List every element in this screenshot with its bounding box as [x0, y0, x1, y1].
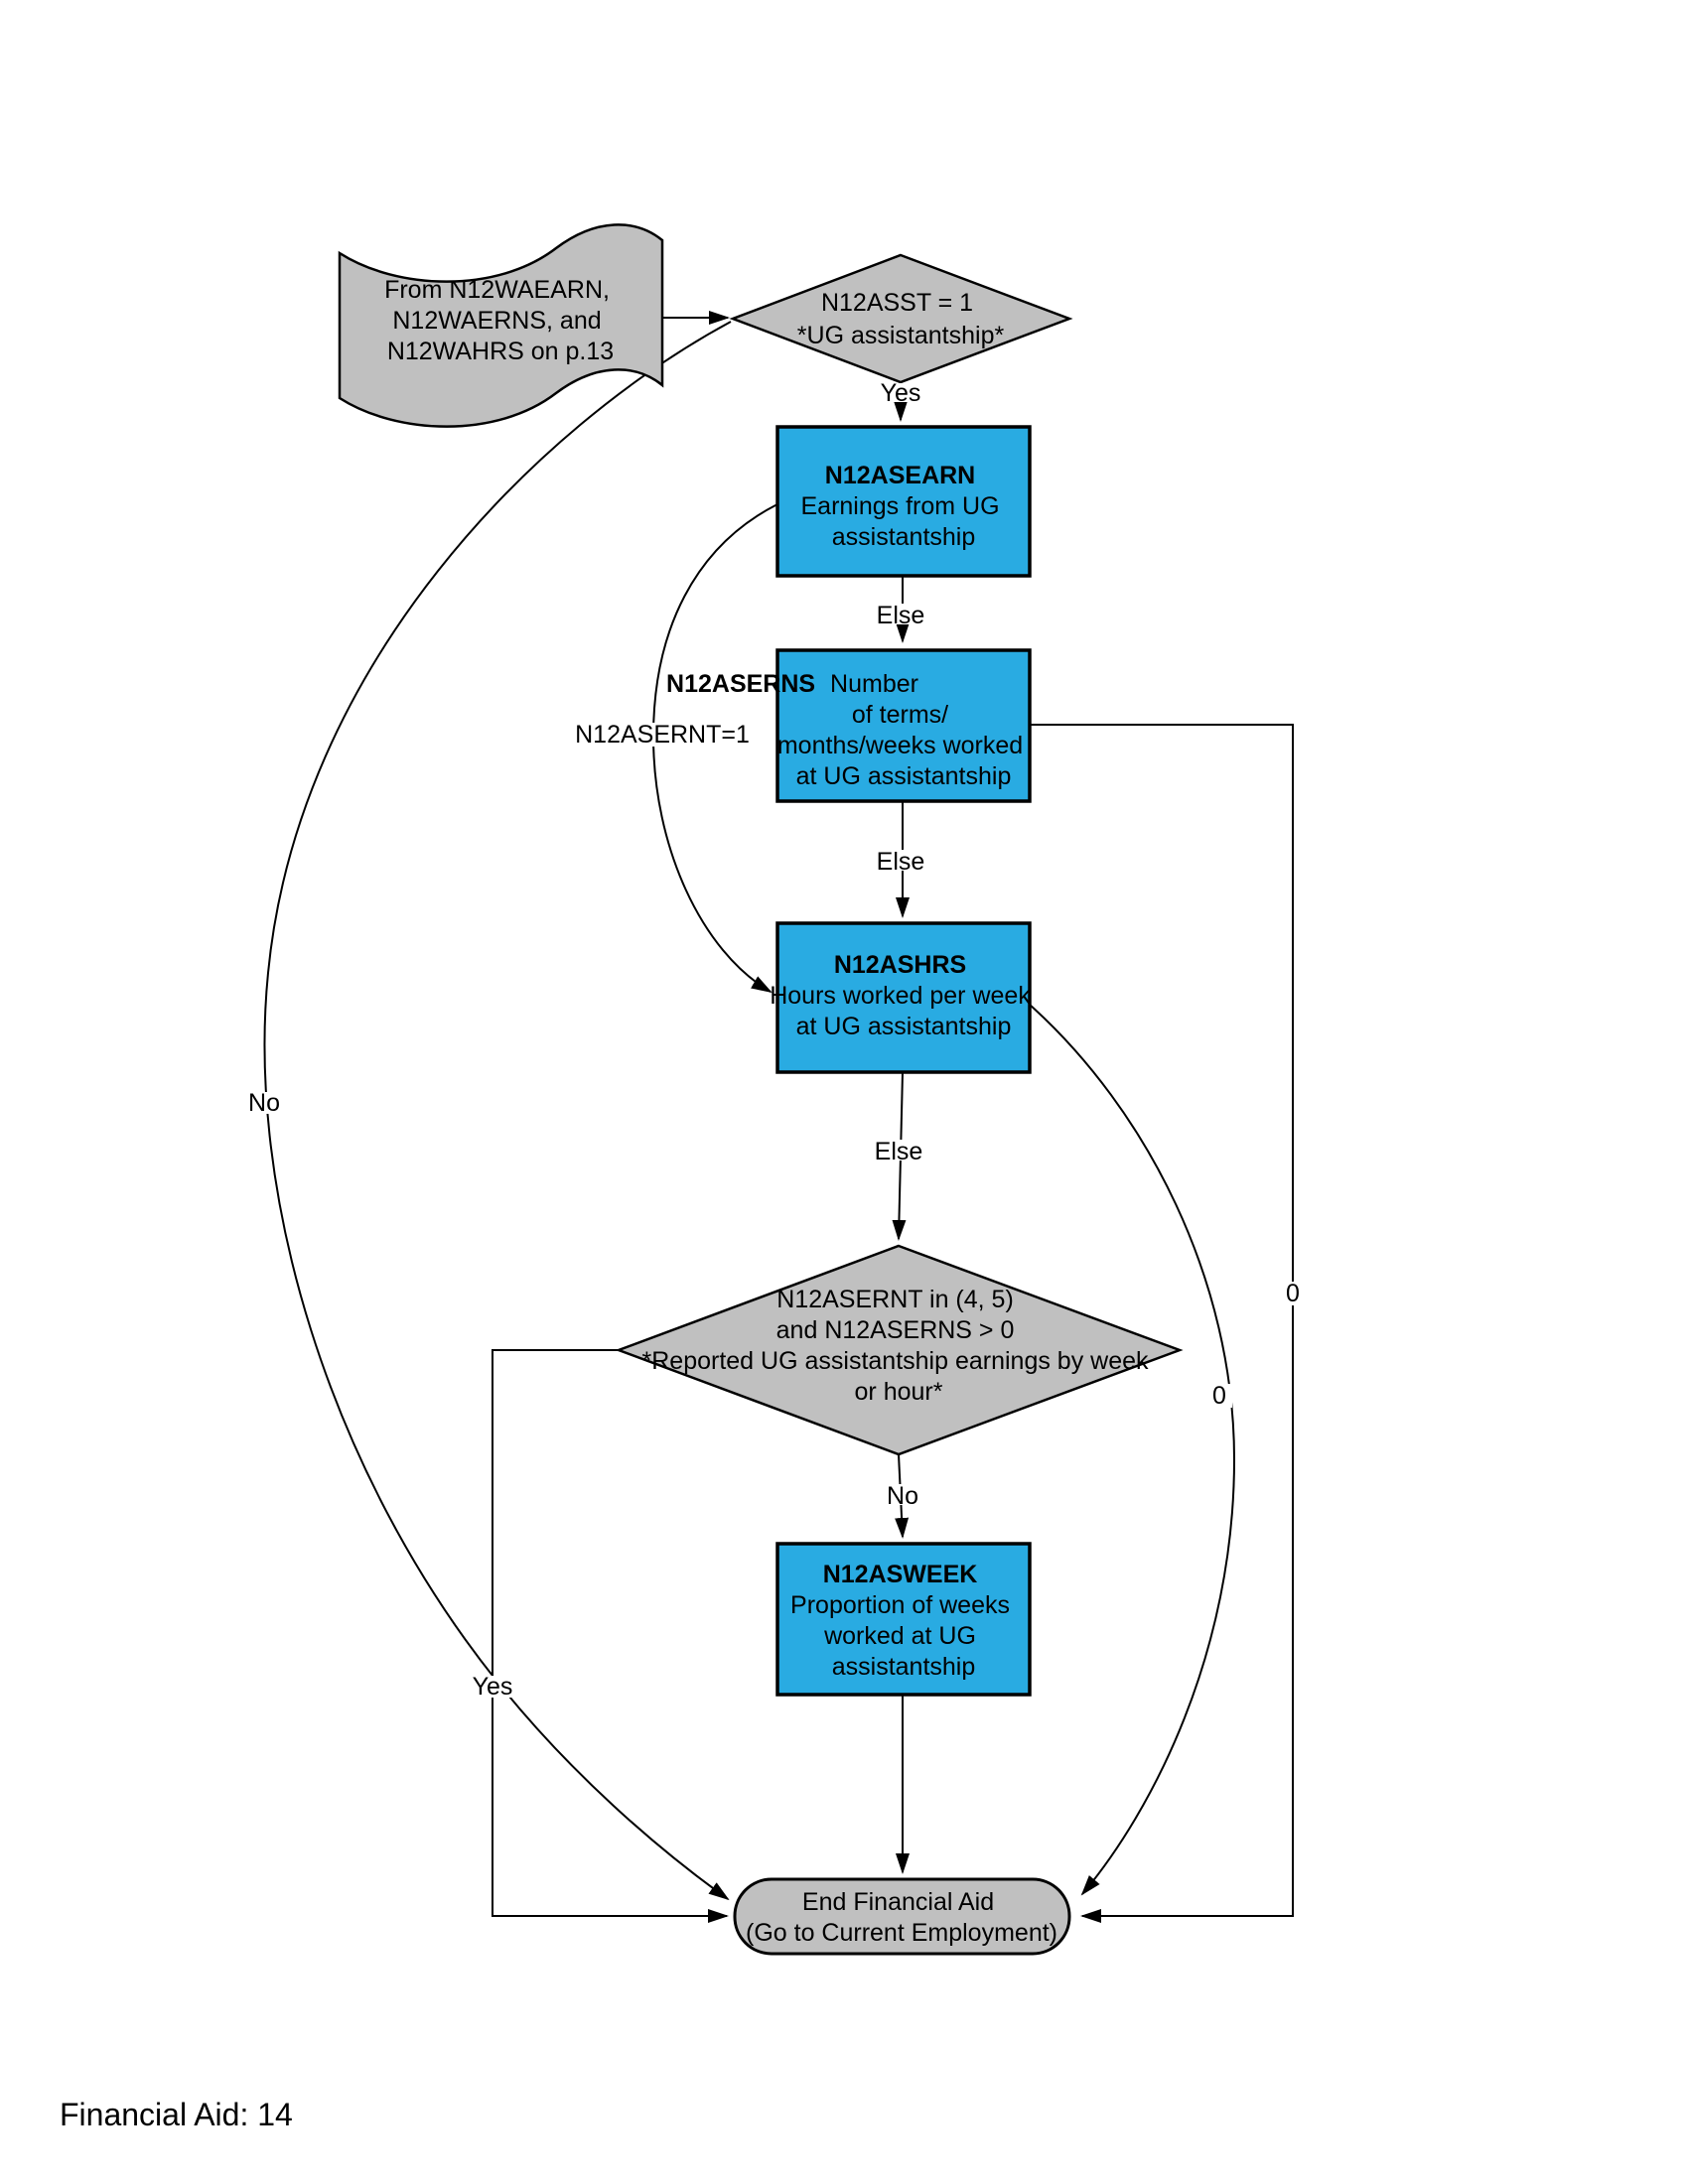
label-ernt-eq-1: N12ASERNT=1 [575, 721, 750, 749]
source-document-shape [338, 223, 664, 428]
label-no-left: No [248, 1089, 280, 1117]
decision-asst-text: N12ASST = 1 *UG assistantship* [797, 289, 1005, 349]
asweek-box [775, 1542, 1032, 1697]
label-no-bottom: No [887, 1482, 918, 1510]
asweek-text: N12ASWEEK Proportion of weeks worked at … [790, 1561, 1017, 1681]
footer-page-label: Financial Aid: 14 [60, 2097, 293, 2132]
label-halo [469, 1676, 516, 1698]
edge-ashrs-zero-to-end [1029, 1004, 1236, 1896]
end-terminal-text: End Financial Aid (Go to Current Employm… [746, 1888, 1057, 1947]
label-halo [870, 850, 931, 871]
aserns-box [775, 648, 1032, 803]
label-halo [868, 1140, 929, 1160]
decision-ernt-diamond [615, 1244, 1184, 1456]
end-terminal [733, 1877, 1071, 1956]
label-halo [877, 383, 924, 402]
edge-aserns-zero-to-end [1030, 724, 1294, 1923]
edge-label-else-2: Else [870, 848, 931, 876]
edge-decision-no-to-end [263, 321, 732, 1901]
edge-label-else-1: Else [870, 602, 931, 629]
edge-label-no-left: No [241, 1089, 287, 1117]
label-zero-outer: 0 [1286, 1280, 1300, 1307]
asearn-text: N12ASEARN Earnings from UG assistantship [800, 462, 1006, 551]
edge-label-ernt: N12ASERNT=1 [570, 721, 755, 749]
label-halo [570, 723, 755, 747]
edge-label-else-3: Else [868, 1138, 929, 1165]
aserns-text: of terms/ months/weeks worked at UG assi… [777, 701, 1030, 790]
edge-label-zero-inner: 0 [1206, 1382, 1232, 1410]
ashrs-box [775, 921, 1032, 1074]
decision-ernt-text: N12ASERNT in (4, 5) and N12ASERNS > 0 *R… [642, 1286, 1156, 1406]
label-yes-top: Yes [881, 379, 921, 407]
edge-label-no-bottom: No [880, 1482, 925, 1510]
label-halo [1206, 1384, 1232, 1408]
label-else-3: Else [875, 1138, 923, 1165]
label-halo [880, 1484, 925, 1505]
edge-label-zero-outer: 0 [1280, 1280, 1306, 1307]
source-document-text: From N12WAEARN, N12WAERNS, and N12WAHRS … [384, 276, 617, 365]
asearn-box [775, 425, 1032, 578]
edge-label-yes-top: Yes [877, 379, 924, 407]
label-halo [1280, 1282, 1306, 1305]
edge-decision2-yes-to-end [492, 1349, 729, 1923]
label-yes-left: Yes [473, 1673, 513, 1701]
decision-asst-diamond [729, 253, 1073, 384]
label-halo [870, 604, 931, 624]
aserns-title-line: N12ASERNS Number [666, 670, 918, 698]
label-halo [241, 1092, 287, 1114]
label-else-1: Else [877, 602, 925, 629]
ashrs-text: N12ASHRS Hours worked per week at UG ass… [770, 951, 1038, 1040]
label-zero-inner: 0 [1212, 1382, 1226, 1410]
edge-label-yes-left: Yes [469, 1673, 516, 1701]
label-else-2: Else [877, 848, 925, 876]
